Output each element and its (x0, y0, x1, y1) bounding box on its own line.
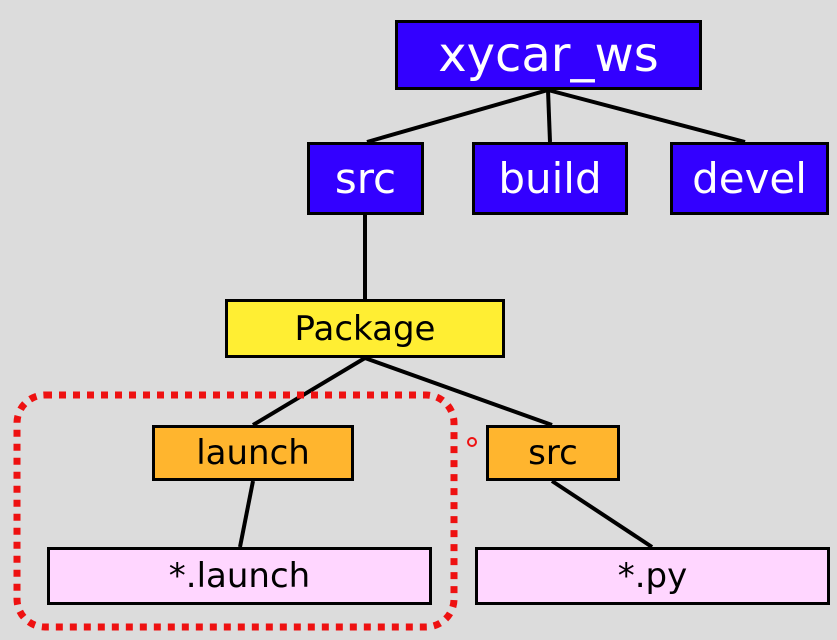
node-src: src (307, 142, 424, 215)
cursor-dot (467, 437, 477, 447)
node-devel-label: devel (692, 153, 807, 203)
node-launch-dir: launch (152, 425, 354, 481)
node-launch-file-label: *.launch (168, 556, 311, 596)
edge-package-launch (251, 356, 367, 427)
node-xycar-ws: xycar_ws (395, 20, 702, 90)
edge-ws-devel (547, 88, 746, 144)
edge-src-pyfile (550, 479, 654, 549)
node-xycar-ws-label: xycar_ws (438, 27, 659, 83)
node-package-src-label: src (528, 433, 578, 473)
node-devel: devel (670, 142, 829, 215)
node-package: Package (225, 299, 505, 358)
node-py-file: *.py (475, 547, 830, 605)
node-launch-file: *.launch (47, 547, 432, 605)
edge-package-src (364, 356, 553, 427)
edge-ws-build (546, 89, 552, 143)
node-py-file-label: *.py (617, 556, 688, 596)
edge-launch-file (238, 480, 255, 548)
node-build: build (472, 142, 628, 215)
node-build-label: build (498, 153, 602, 203)
node-package-label: Package (294, 308, 436, 349)
edge-ws-src (366, 88, 549, 144)
node-src-label: src (334, 153, 397, 203)
node-package-src: src (486, 425, 620, 481)
node-launch-dir-label: launch (196, 433, 310, 473)
